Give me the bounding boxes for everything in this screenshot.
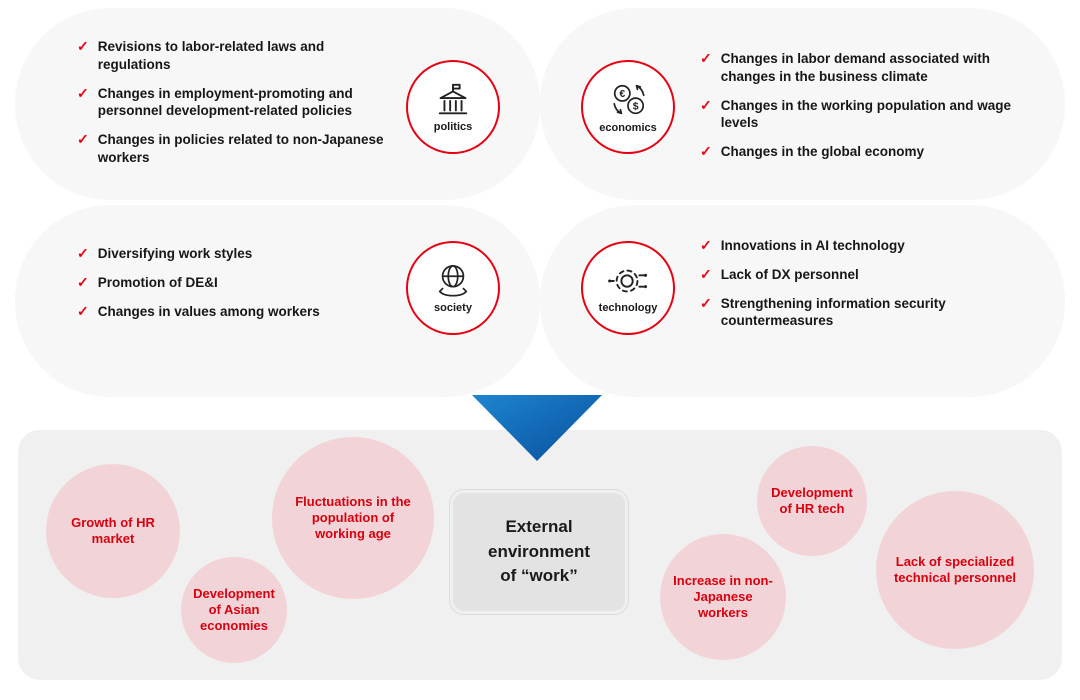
check-icon: ✓ bbox=[77, 84, 89, 101]
bullet-text: Revisions to labor-related laws and regu… bbox=[97, 39, 325, 72]
bullet-item: ✓ Changes in values among workers bbox=[77, 303, 377, 321]
bullet-item: ✓ Changes in the working population and … bbox=[700, 97, 1022, 133]
bubble-growth-of-hr-market: Growth of HR market bbox=[46, 464, 180, 598]
bubble-text: Development of HR tech bbox=[771, 484, 853, 516]
external-environment-box: External environment of “work” bbox=[450, 490, 628, 614]
globe-in-hands-icon bbox=[438, 264, 468, 297]
check-icon: ✓ bbox=[77, 273, 89, 290]
currency-exchange-icon: € $ bbox=[613, 84, 645, 114]
check-icon: ✓ bbox=[700, 96, 712, 113]
society-bullet-list: ✓ Diversifying work styles ✓ Promotion o… bbox=[77, 245, 377, 331]
check-icon: ✓ bbox=[77, 131, 89, 148]
bubble-text: Development of Asian economies bbox=[193, 585, 275, 634]
society-badge: society bbox=[406, 241, 500, 335]
check-icon: ✓ bbox=[700, 265, 712, 282]
bullet-item: ✓ Innovations in AI technology bbox=[700, 237, 1022, 255]
bubble-increase-in-non-japanese-workers: Increase in non-Japanese workers bbox=[660, 534, 786, 660]
check-icon: ✓ bbox=[77, 38, 89, 54]
bullet-text: Lack of DX personnel bbox=[720, 266, 859, 282]
bubble-text: Lack of specialized technical personnel bbox=[893, 553, 1017, 585]
check-icon: ✓ bbox=[700, 237, 712, 253]
bullet-item: ✓ Changes in labor demand associated wit… bbox=[700, 50, 1022, 86]
bullet-item: ✓ Revisions to labor-related laws and re… bbox=[77, 38, 385, 74]
bullet-text: Strengthening information security count… bbox=[720, 295, 946, 329]
bullet-item: ✓ Changes in employment-promoting and pe… bbox=[77, 85, 385, 121]
bullet-item: ✓ Lack of DX personnel bbox=[700, 266, 1022, 284]
bullet-text: Promotion of DE&I bbox=[97, 274, 218, 290]
check-icon: ✓ bbox=[700, 294, 712, 311]
politics-badge: politics bbox=[406, 60, 500, 154]
bubble-text: Growth of HR market bbox=[71, 514, 155, 546]
bullet-item: ✓ Strengthening information security cou… bbox=[700, 295, 1022, 331]
technology-label: technology bbox=[598, 301, 658, 314]
politics-label: politics bbox=[433, 120, 473, 133]
economics-bullet-list: ✓ Changes in labor demand associated wit… bbox=[700, 50, 1022, 172]
bubble-lack-of-specialized-technical-personnel: Lack of specialized technical personnel bbox=[876, 491, 1034, 649]
bullet-item: ✓ Diversifying work styles bbox=[77, 245, 377, 263]
economics-label: economics bbox=[599, 121, 657, 134]
bullet-text: Changes in labor demand associated with … bbox=[720, 51, 991, 84]
bullet-text: Diversifying work styles bbox=[97, 246, 253, 261]
bullet-text: Innovations in AI technology bbox=[720, 238, 905, 253]
bullet-text: Changes in values among workers bbox=[97, 303, 320, 319]
svg-text:$: $ bbox=[633, 101, 639, 112]
bullet-item: ✓ Changes in policies related to non-Jap… bbox=[77, 131, 385, 167]
bullet-text: Changes in employment-promoting and pers… bbox=[97, 85, 353, 119]
bubble-development-of-asian-economies: Development of Asian economies bbox=[181, 557, 287, 663]
bubble-fluctuations-working-age-population: Fluctuations in the population of workin… bbox=[272, 437, 434, 599]
svg-text:€: € bbox=[619, 89, 625, 100]
technology-badge: technology bbox=[581, 241, 675, 335]
down-arrow-icon bbox=[472, 395, 602, 461]
bubble-text: Increase in non-Japanese workers bbox=[673, 572, 773, 621]
check-icon: ✓ bbox=[77, 245, 89, 261]
government-building-icon bbox=[438, 83, 468, 114]
technology-bullet-list: ✓ Innovations in AI technology ✓ Lack of… bbox=[700, 237, 1022, 341]
gear-circuit-icon bbox=[608, 269, 648, 292]
bullet-item: ✓ Promotion of DE&I bbox=[77, 274, 377, 292]
check-icon: ✓ bbox=[700, 143, 712, 160]
check-icon: ✓ bbox=[700, 50, 712, 66]
check-icon: ✓ bbox=[77, 302, 89, 319]
technology-quadrant: ✓ Innovations in AI technology ✓ Lack of… bbox=[540, 205, 1065, 397]
bullet-text: Changes in the global economy bbox=[720, 144, 925, 160]
bullet-text: Changes in the working population and wa… bbox=[720, 97, 1011, 131]
bubble-text: Fluctuations in the population of workin… bbox=[295, 493, 411, 542]
politics-bullet-list: ✓ Revisions to labor-related laws and re… bbox=[77, 38, 385, 178]
bullet-text: Changes in policies related to non-Japan… bbox=[97, 132, 384, 166]
external-environment-label: External environment of “work” bbox=[487, 517, 591, 586]
economics-badge: € $ economics bbox=[581, 60, 675, 154]
bullet-item: ✓ Changes in the global economy bbox=[700, 143, 1022, 161]
society-label: society bbox=[434, 301, 472, 314]
bubble-development-of-hr-tech: Development of HR tech bbox=[757, 446, 867, 556]
